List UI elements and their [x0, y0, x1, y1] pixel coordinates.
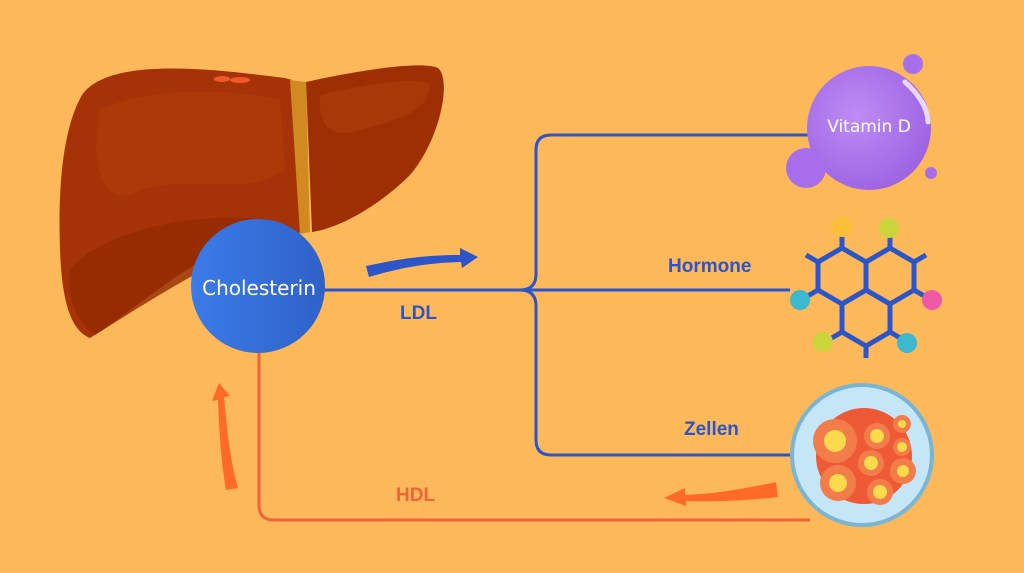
- vitamin-d-illustration: [786, 54, 937, 190]
- ldl-arrow-icon: [366, 248, 478, 277]
- hdl-label: HDL: [396, 485, 436, 506]
- liver-illustration: [59, 65, 444, 338]
- hormone-molecule-icon: [804, 236, 928, 358]
- hormone-atoms: [790, 217, 942, 353]
- hdl-arrow-left-icon: [664, 482, 778, 506]
- ldl-label: LDL: [400, 303, 437, 324]
- hdl-connector: [257, 340, 810, 522]
- cell-illustration: [790, 383, 934, 527]
- hormone-label: Hormone: [668, 256, 752, 277]
- ldl-connector: [322, 133, 808, 457]
- cholesterin-label: Cholesterin: [202, 276, 316, 300]
- vitamin-d-label: Vitamin D: [827, 117, 911, 137]
- hdl-arrow-up-icon: [212, 383, 238, 490]
- cholesterin-node: [191, 219, 325, 353]
- zellen-label: Zellen: [684, 419, 739, 440]
